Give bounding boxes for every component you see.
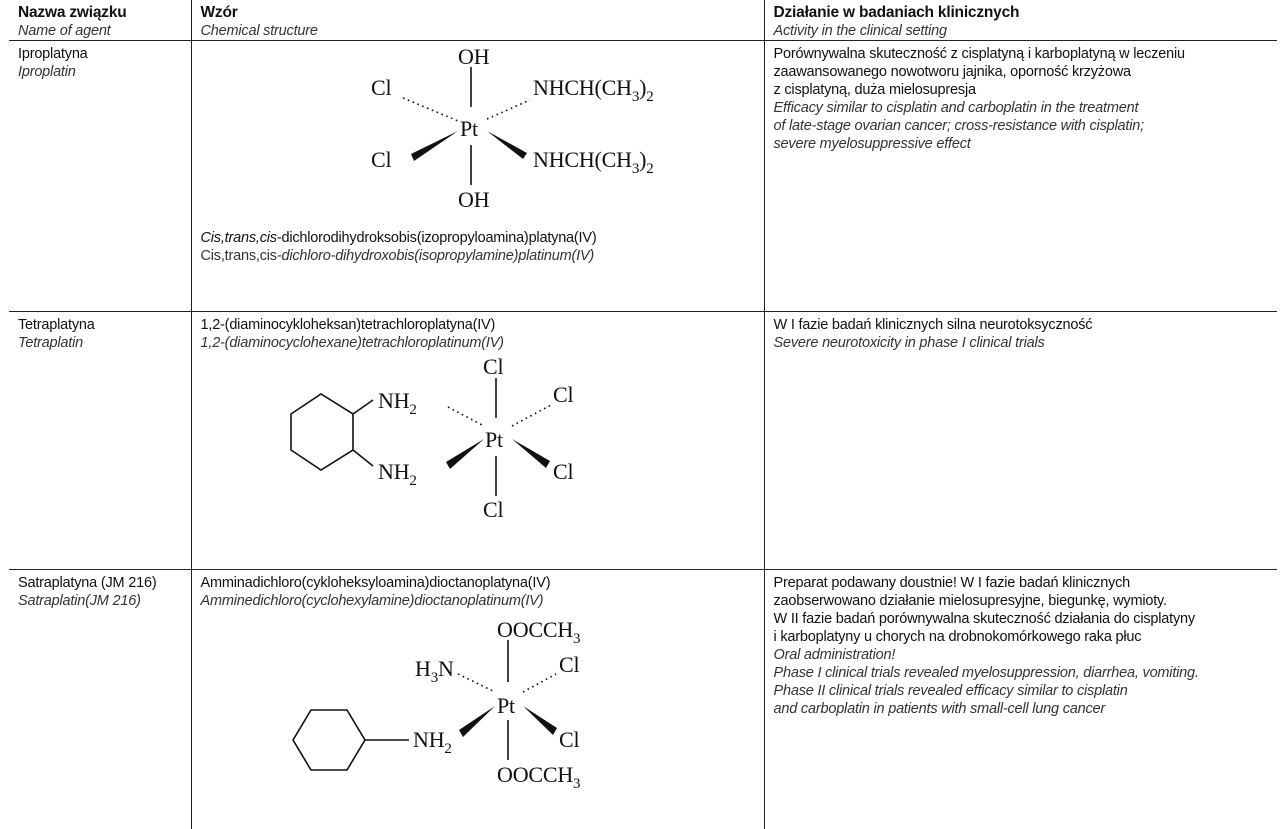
activity-en-line: Severe neurotoxicity in phase I clinical… <box>773 335 1045 351</box>
activity-cell: Preparat podawany doustnie! W I fazie ba… <box>763 569 1277 829</box>
tetraplatin-structure: Cl NH2 Cl Pt NH2 Cl Cl <box>289 354 573 522</box>
tetraplatin-nh2-bottom: NH2 <box>378 459 417 489</box>
activity-pl-line: i karboplatyny u chorych na drobnokomórk… <box>773 629 1142 645</box>
header-name-en: Name of agent <box>18 23 111 39</box>
table-row-iproplatin: Iproplatyna Iproplatin OH Cl NHCH(CH3)2 … <box>9 40 1277 312</box>
activity-cell: W I fazie badań klinicznych silna neurot… <box>763 311 1277 570</box>
iproplatin-nh-top: NHCH(CH3)2 <box>533 75 654 105</box>
iproplatin-caption-en: Cis,trans,cis-dichloro-dihydroxobis(isop… <box>200 248 595 264</box>
agent-name-pl: Satraplatyna (JM 216) <box>18 575 157 591</box>
activity-pl-line: Preparat podawany doustnie! W I fazie ba… <box>773 575 1131 591</box>
satraplatin-pt-center: Pt <box>497 693 515 718</box>
header-structure-pl: Wzór <box>200 4 238 21</box>
iproplatin-cl-bottom: Cl <box>371 147 391 172</box>
activity-pl-line: zaobserwowano działanie mielosupresyjne,… <box>773 593 1168 609</box>
header-clinical-activity: Działanie w badaniach klinicznych Activi… <box>763 0 1277 41</box>
agent-name-cell: Satraplatyna (JM 216) Satraplatin(JM 216… <box>9 569 192 829</box>
satraplatin-structure: OOCCH3 H3N Cl Pt NH2 Cl OOCCH3 <box>291 617 580 792</box>
satraplatin-caption-pl: Amminadichloro(cykloheksyloamina)dioctan… <box>200 575 551 591</box>
structure-cell: 1,2-(diaminocykloheksan)tetrachloroplaty… <box>190 311 765 570</box>
activity-en-line: Phase I clinical trials revealed myelosu… <box>773 665 1199 681</box>
activity-en-line: Efficacy similar to cisplatin and carbop… <box>773 100 1139 116</box>
iproplatin-cl-top: Cl <box>371 75 391 100</box>
satraplatin-nh2: NH2 <box>413 727 452 757</box>
iproplatin-caption-pl: Cis,trans,cis-dichlorodihydroksobis(izop… <box>200 230 597 246</box>
tetraplatin-cl-right-bottom: Cl <box>553 459 573 484</box>
agent-name-en: Iproplatin <box>18 64 76 80</box>
satraplatin-h3n: H3N <box>415 656 454 686</box>
agent-name-en: Satraplatin(JM 216) <box>18 593 141 609</box>
activity-pl-line: z cisplatyną, duża mielosupresja <box>773 82 977 98</box>
structure-cell: Amminadichloro(cykloheksyloamina)dioctan… <box>190 569 765 829</box>
platinum-agents-table: Nazwa związku Name of agent Wzór Chemica… <box>9 0 1277 829</box>
activity-en-line: of late-stage ovarian cancer; cross-resi… <box>773 118 1145 134</box>
activity-pl-line: W II fazie badań porównywalna skutecznoś… <box>773 611 1196 627</box>
iproplatin-oh-bottom: OH <box>458 187 490 212</box>
header-row: Nazwa związku Name of agent Wzór Chemica… <box>9 0 1277 41</box>
tetraplatin-caption-en: 1,2-(diaminocyclohexane)tetrachloroplati… <box>200 335 505 351</box>
header-name-pl: Nazwa związku <box>18 4 127 21</box>
agent-name-en: Tetraplatin <box>18 335 83 351</box>
activity-en-line: Phase II clinical trials revealed effica… <box>773 683 1128 699</box>
activity-pl-line: zaawansowanego nowotworu jajnika, oporno… <box>773 64 1132 80</box>
structure-cell: OH Cl NHCH(CH3)2 Pt Cl NHCH(CH3)2 OH Cis… <box>190 40 765 312</box>
activity-cell: Porównywalna skuteczność z cisplatyną i … <box>763 40 1277 312</box>
iproplatin-nh-bottom: NHCH(CH3)2 <box>533 147 654 177</box>
activity-en-line: Oral administration! <box>773 647 896 663</box>
satraplatin-cl-bottom: Cl <box>559 727 579 752</box>
tetraplatin-nh2-top: NH2 <box>378 388 417 418</box>
activity-pl-line: Porównywalna skuteczność z cisplatyną i … <box>773 46 1186 62</box>
activity-en-line: severe myelosuppressive effect <box>773 136 971 152</box>
activity-pl-line: W I fazie badań klinicznych silna neurot… <box>773 317 1093 333</box>
satraplatin-oocch3-top: OOCCH3 <box>497 617 580 647</box>
header-chemical-structure: Wzór Chemical structure <box>190 0 765 41</box>
iproplatin-structure: OH Cl NHCH(CH3)2 Pt Cl NHCH(CH3)2 OH <box>371 45 654 212</box>
satraplatin-caption-en: Amminedichloro(cyclohexylamine)dioctanop… <box>200 593 544 609</box>
agent-name-cell: Iproplatyna Iproplatin <box>9 40 192 312</box>
header-name-of-agent: Nazwa związku Name of agent <box>9 0 192 41</box>
agent-name-pl: Tetraplatyna <box>18 317 95 333</box>
iproplatin-pt-center: Pt <box>460 116 478 141</box>
activity-en-line: and carboplatin in patients with small-c… <box>773 701 1106 717</box>
tetraplatin-cl-bottom: Cl <box>483 497 503 522</box>
table-row-satraplatin: Satraplatyna (JM 216) Satraplatin(JM 216… <box>9 569 1277 829</box>
tetraplatin-pt-center: Pt <box>485 427 503 452</box>
header-structure-en: Chemical structure <box>200 23 318 39</box>
agent-name-pl: Iproplatyna <box>18 46 88 62</box>
header-activity-en: Activity in the clinical setting <box>773 23 948 39</box>
table-row-tetraplatin: Tetraplatyna Tetraplatin 1,2-(diaminocyk… <box>9 311 1277 570</box>
iproplatin-oh-top: OH <box>458 45 490 69</box>
tetraplatin-caption-pl: 1,2-(diaminocykloheksan)tetrachloroplaty… <box>200 317 496 333</box>
satraplatin-oocch3-bottom: OOCCH3 <box>497 762 580 792</box>
tetraplatin-cl-right-top: Cl <box>553 382 573 407</box>
agent-name-cell: Tetraplatyna Tetraplatin <box>9 311 192 570</box>
header-activity-pl: Działanie w badaniach klinicznych <box>773 4 1020 21</box>
satraplatin-cl-top: Cl <box>559 652 579 677</box>
tetraplatin-cl-top: Cl <box>483 354 503 379</box>
